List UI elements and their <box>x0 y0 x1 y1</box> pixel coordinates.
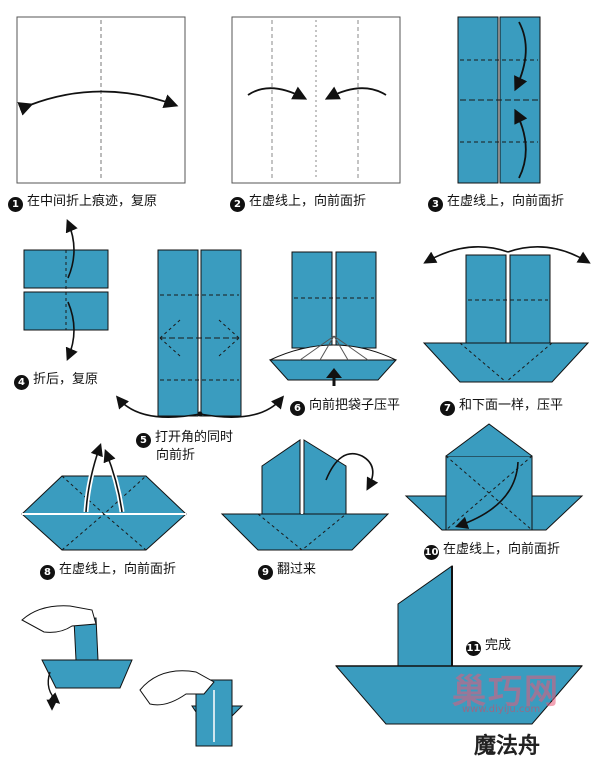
step-text: 向前把袋子压平 <box>309 398 401 413</box>
step-number-badge: 4 <box>14 375 29 390</box>
step-6-figure <box>268 251 398 386</box>
step-number-badge: 8 <box>40 565 55 580</box>
step-7-caption: 7 和下面一样，压平 <box>440 398 563 416</box>
step-number-badge: 11 <box>466 641 481 656</box>
page-title: 魔法舟 <box>474 733 541 759</box>
step-5-caption: 5 打开角的同时向前折 <box>136 430 233 463</box>
step-text: 在虚线上，向前面折 <box>249 194 367 209</box>
step-number-badge: 1 <box>8 197 23 212</box>
step-number-badge: 9 <box>258 565 273 580</box>
step-number-badge: 6 <box>290 401 305 416</box>
step-2-figure <box>231 16 401 184</box>
step-3-figure <box>457 16 541 184</box>
step-number-badge: 7 <box>440 401 455 416</box>
step-number-badge: 10 <box>424 545 439 560</box>
step-5-figure <box>115 249 285 418</box>
step-8-caption: 8 在虚线上，向前面折 <box>40 562 176 580</box>
step-1-figure <box>16 16 186 184</box>
step-2-caption: 2 在虚线上，向前面折 <box>230 194 366 212</box>
step-9-caption: 9 翻过来 <box>258 562 316 580</box>
step-text: 和下面一样，压平 <box>459 398 564 413</box>
step-text-line2: 向前折 <box>156 448 196 463</box>
step-number-badge: 3 <box>428 197 443 212</box>
step-4-figure <box>23 219 109 361</box>
step-1-caption: 1 在中间折上痕迹，复原 <box>8 194 157 212</box>
hands-illustration <box>21 605 244 747</box>
step-8-figure <box>21 442 187 551</box>
step-number-badge: 2 <box>230 197 245 212</box>
step-text: 打开角的同时 <box>155 430 234 445</box>
step-text: 在虚线上，向前面折 <box>59 562 177 577</box>
step-10-figure <box>404 423 584 531</box>
step-11-caption: 11 完成 <box>466 638 511 656</box>
step-text: 在中间折上痕迹，复原 <box>27 194 158 209</box>
step-6-caption: 6 向前把袋子压平 <box>290 398 400 416</box>
step-text: 折后，复原 <box>33 372 99 387</box>
step-9-figure <box>220 439 390 551</box>
step-text: 在虚线上，向前面折 <box>443 542 561 557</box>
step-3-caption: 3 在虚线上，向前面折 <box>428 194 564 212</box>
step-text: 翻过来 <box>277 562 317 577</box>
step-10-caption: 10 在虚线上，向前面折 <box>424 542 560 560</box>
step-11-figure <box>334 565 584 725</box>
step-4-caption: 4 折后，复原 <box>14 372 98 390</box>
step-number-badge: 5 <box>136 433 151 448</box>
step-text: 完成 <box>485 638 512 653</box>
step-7-figure <box>422 246 591 383</box>
step-text: 在虚线上，向前面折 <box>447 194 565 209</box>
watermark-logo: 巢巧网 <box>452 672 560 712</box>
watermark-url: www.diyiju.com <box>462 704 541 715</box>
